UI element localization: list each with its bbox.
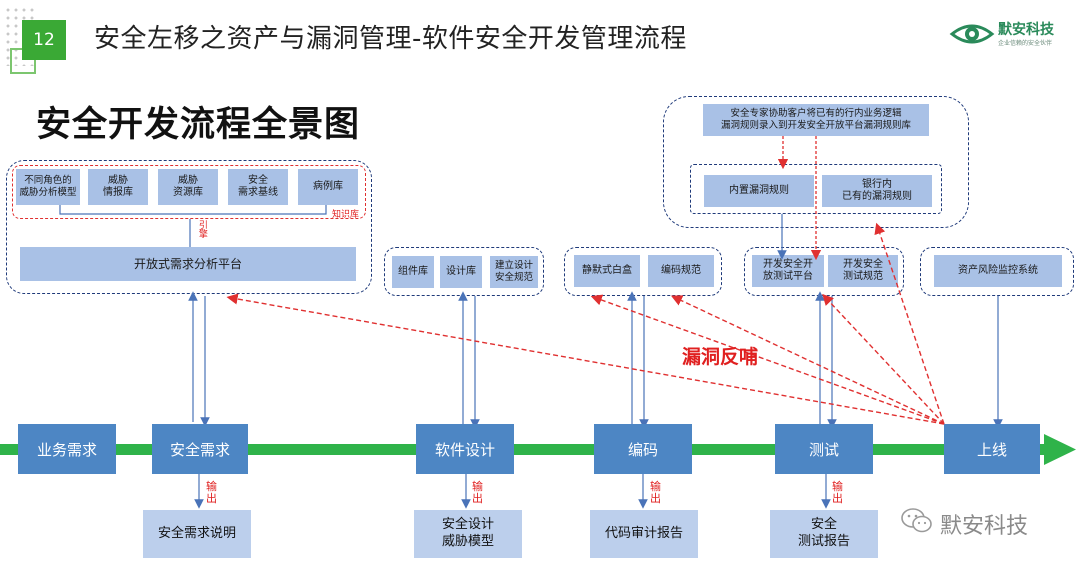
stage-testing: 测试 <box>775 424 873 474</box>
slide-number: 12 <box>22 20 66 60</box>
watermark-text: 默安科技 <box>940 514 1029 539</box>
open-test-platform: 开发安全开 放测试平台 <box>752 255 824 287</box>
stage-software-design: 软件设计 <box>416 424 514 474</box>
kb-item-case-library: 病例库 <box>298 169 358 205</box>
stage-security-requirements: 安全需求 <box>152 424 248 474</box>
logo-name: 默安科技 <box>998 22 1054 38</box>
output-label: 输出 <box>472 480 483 506</box>
coding-toolset-group <box>564 247 722 296</box>
output-label: 输出 <box>832 480 843 506</box>
company-logo-icon <box>949 24 995 44</box>
timeline-arrow <box>0 434 1076 465</box>
kb-item-threat-model: 不同角色的 威胁分析模型 <box>16 169 80 205</box>
output-security-test-report: 安全 测试报告 <box>770 510 878 558</box>
diagram-title: 安全开发流程全景图 <box>36 105 361 145</box>
engine-label: 引擎 <box>196 220 207 238</box>
silent-whitebox: 静默式白盒 <box>574 255 640 287</box>
stage-business-requirements: 业务需求 <box>18 424 116 474</box>
stage-go-live: 上线 <box>944 424 1040 474</box>
kb-item-threat-resource: 威胁 资源库 <box>158 169 218 205</box>
slide-title: 安全左移之资产与漏洞管理-软件安全开发管理流程 <box>94 24 687 54</box>
asset-risk-monitor: 资产风险监控系统 <box>934 255 1062 287</box>
wechat-icon <box>901 508 932 533</box>
coding-standard: 编码规范 <box>648 255 714 287</box>
test-standard: 开发安全 测试规范 <box>828 255 898 287</box>
stage-coding: 编码 <box>594 424 692 474</box>
output-label: 输出 <box>650 480 661 506</box>
kb-item-threat-intel: 威胁 情报库 <box>88 169 148 205</box>
output-code-audit-report: 代码审计报告 <box>590 510 698 558</box>
design-security-standard: 建立设计 安全规范 <box>490 256 538 288</box>
knowledge-base-group <box>12 165 366 219</box>
bank-vuln-rules: 银行内 已有的漏洞规则 <box>822 175 932 207</box>
builtin-vuln-rules: 内置漏洞规则 <box>704 175 814 207</box>
output-security-requirements-doc: 安全需求说明 <box>143 510 251 558</box>
feedback-arrows <box>226 222 945 425</box>
output-design-threat-model: 安全设计 威胁模型 <box>414 510 522 558</box>
design-library: 设计库 <box>440 256 482 288</box>
knowledge-base-label: 知识库 <box>332 210 360 220</box>
output-label: 输出 <box>206 480 217 506</box>
logo-slogan: 企业信赖的安全伙伴 <box>998 40 1053 47</box>
expert-assist-note: 安全专家协助客户将已有的行内业务逻辑 漏洞规则录入到开发安全开放平台漏洞规则库 <box>703 104 929 136</box>
component-library: 组件库 <box>392 256 434 288</box>
kb-item-security-baseline: 安全 需求基线 <box>228 169 288 205</box>
vuln-feedback-label: 漏洞反哺 <box>682 346 759 368</box>
ops-toolset-group <box>920 247 1074 296</box>
requirements-analysis-platform: 开放式需求分析平台 <box>20 247 356 281</box>
